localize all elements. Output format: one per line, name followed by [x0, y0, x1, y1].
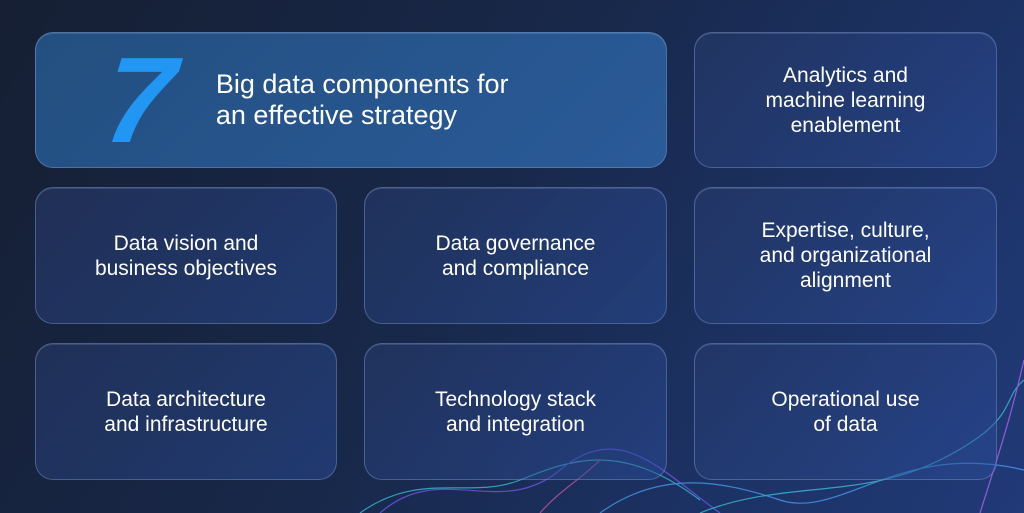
- title-card: 7 Big data components for an effective s…: [35, 32, 667, 168]
- component-card: Data architecture and infrastructure: [35, 343, 337, 480]
- component-label: Technology stack and integration: [434, 387, 597, 436]
- component-label: Data vision and business objectives: [94, 231, 278, 280]
- component-card: Data governance and compliance: [364, 187, 667, 324]
- component-label: Expertise, culture, and organizational a…: [759, 219, 932, 292]
- component-label: Analytics and machine learning enablemen…: [765, 63, 926, 137]
- component-card: Data vision and business objectives: [35, 187, 337, 324]
- component-card: Operational use of data: [694, 343, 997, 480]
- component-label: Operational use of data: [771, 387, 920, 436]
- component-card: Technology stack and integration: [364, 343, 667, 480]
- component-label: Data governance and compliance: [435, 231, 596, 280]
- component-card: Expertise, culture, and organizational a…: [694, 187, 997, 324]
- component-count: 7: [98, 32, 182, 168]
- page-title: Big data components for an effective str…: [215, 69, 509, 130]
- component-label: Data architecture and infrastructure: [104, 387, 268, 436]
- component-card: Analytics and machine learning enablemen…: [694, 32, 997, 168]
